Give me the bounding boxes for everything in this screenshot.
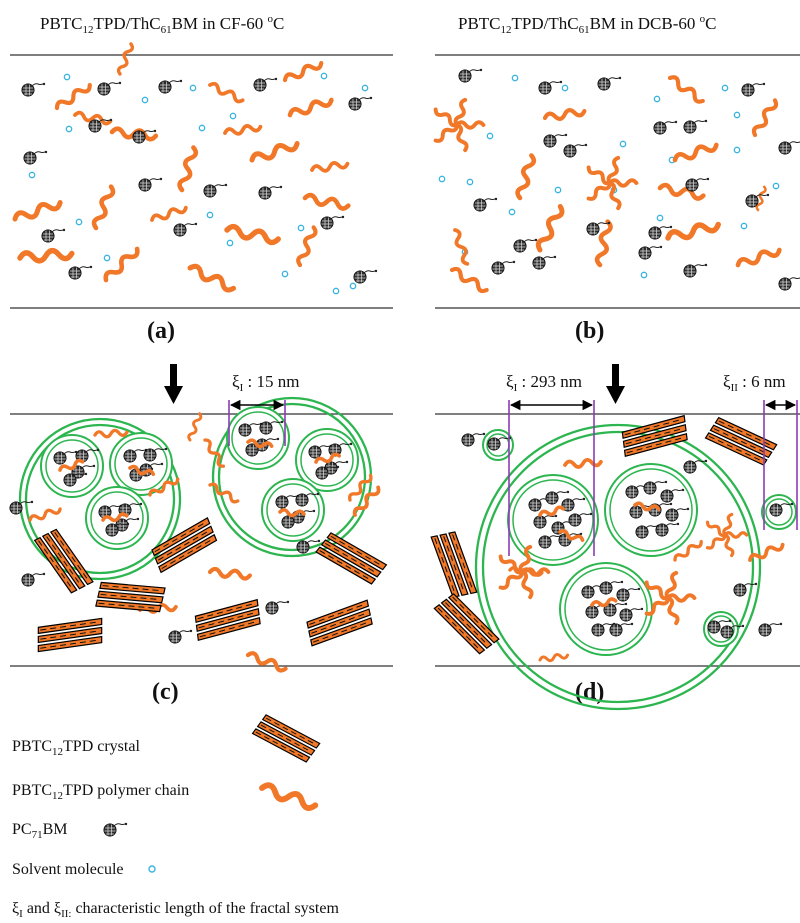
xi-marker-c [228,399,286,446]
pcbm-ball-icon [103,822,128,837]
legend-pcbm-label: PC71BM [12,821,67,841]
xi-label-d2: ξII : 6 nm [723,372,786,394]
title-left: PBTC12TPD/ThC61BM in CF-60 oC [40,13,284,36]
panel-d-frame [435,413,800,667]
xi-label-d1: ξI : 293 nm [506,372,582,394]
legend-crystal-label: PBTC12TPD crystal [12,738,140,758]
down-arrow-icon [606,364,625,404]
panel-label-c: (c) [152,679,179,705]
xi-marker-d2 [763,399,798,530]
panel-label-a: (a) [147,318,175,344]
legend-chain-label: PBTC12TPD polymer chain [12,782,189,802]
solvent-dot-icon [148,865,156,873]
pcbm-molecules [21,77,378,284]
legend-note: ξI and ξII: characteristic length of the… [12,900,339,920]
panel-d-content [430,415,797,711]
panel-b-frame [435,54,800,309]
crystal-stack-icon [251,712,321,765]
polymer-chain-icon [260,783,316,810]
panel-b-content [434,68,800,293]
title-right: PBTC12TPD/ThC61BM in DCB-60 oC [458,13,716,36]
panel-c-content [9,396,388,672]
xi-marker-d1 [508,399,595,556]
solvent-molecules [28,72,369,295]
legend-solvent-label: Solvent molecule [12,861,124,878]
panel-a-frame [10,54,393,309]
xi-label-c: ξI : 15 nm [232,372,299,394]
panel-a-content [14,41,378,295]
down-arrow-icon [164,364,183,404]
panel-label-b: (b) [575,318,604,344]
